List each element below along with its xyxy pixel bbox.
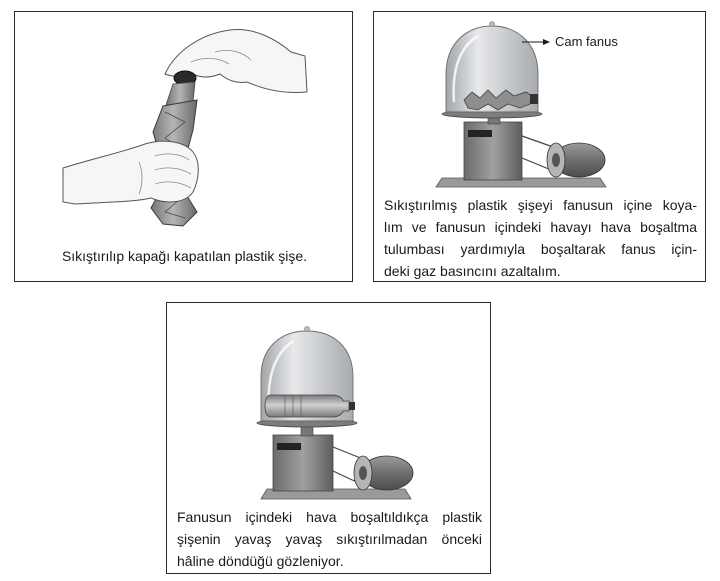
caption-line: şişenin yavaş yavaş sıkıştırılmadan önce… bbox=[177, 531, 482, 547]
panel-crushed-bottle: Sıkıştırılıp kapağı kapatılan plastik şi… bbox=[14, 11, 353, 282]
caption-line: deki gaz basıncını azaltalım. bbox=[384, 263, 561, 279]
restored-bottle bbox=[264, 394, 350, 418]
label-cam-fanus: Cam fanus bbox=[555, 34, 618, 49]
panel-bell-jar-crushed: Cam fanus Sıkıştırılmış plastik şişeyi f… bbox=[373, 11, 706, 282]
caption-line: Sıkıştırılmış plastik şişeyi fanusun içi… bbox=[384, 197, 697, 213]
base-plate bbox=[260, 488, 412, 500]
caption-line: tulumbası yardımıyla boşaltarak fanus iç… bbox=[384, 241, 697, 257]
bell-jar-restored-illustration bbox=[256, 326, 414, 500]
caption-bell-jar-restored: Fanusun içindeki hava boşaltıldıkça plas… bbox=[177, 506, 482, 572]
caption-bell-jar-crushed: Sıkıştırılmış plastik şişeyi fanusun içi… bbox=[384, 194, 697, 282]
caption-line: hâline döndüğü gözleniyor. bbox=[177, 553, 344, 569]
panel-bell-jar-restored: Fanusun içindeki hava boşaltıldıkça plas… bbox=[166, 302, 491, 574]
caption-line: Fanusun içindeki hava boşaltıldıkça plas… bbox=[177, 509, 482, 525]
hands-crushing-bottle-illustration bbox=[62, 29, 308, 227]
caption-crushed-bottle: Sıkıştırılıp kapağı kapatılan plastik şi… bbox=[61, 248, 308, 264]
caption-line: lım ve fanusun içindeki havayı hava boşa… bbox=[384, 219, 697, 235]
lower-hand bbox=[62, 140, 199, 205]
bell-jar-pump-illustration bbox=[435, 21, 607, 188]
